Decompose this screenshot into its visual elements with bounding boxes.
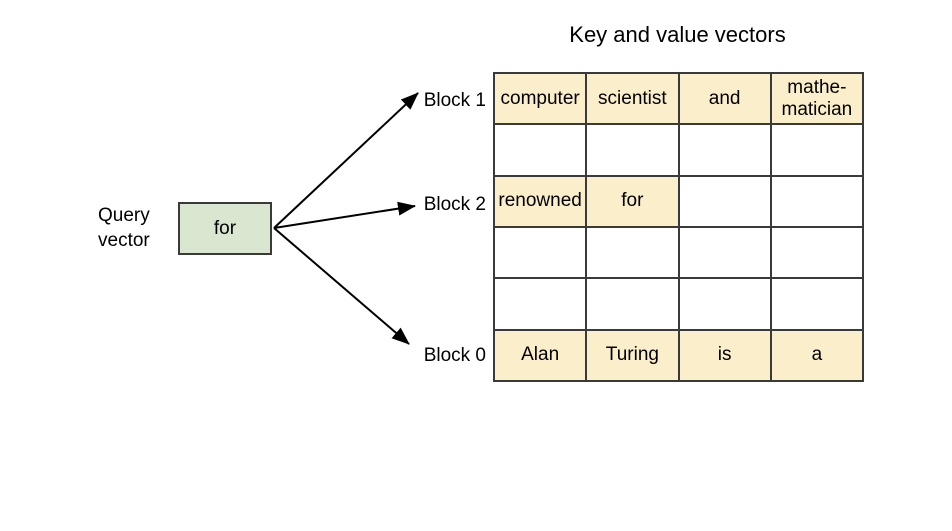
grid-cell-r4-c2 — [677, 277, 772, 331]
grid-cell-r1-c2 — [677, 123, 772, 177]
grid-cell-r0-c2: and — [677, 71, 772, 126]
grid-row: computer scientist and mathe-matician — [492, 71, 865, 126]
grid-cell-r5-c1: Turing — [585, 328, 680, 382]
grid-cell-r3-c0 — [492, 225, 588, 280]
grid-cell-r1-c0 — [492, 123, 588, 177]
query-vector-label-line2: vector — [98, 230, 150, 251]
grid-cell-r2-c2 — [677, 174, 772, 228]
grid-cell-r4-c3 — [769, 277, 865, 331]
grid-row: Alan Turing is a — [492, 328, 865, 382]
grid-cell-r4-c0 — [492, 277, 588, 331]
grid-cell-text: for — [621, 190, 644, 212]
grid-cell-text: renowned — [498, 190, 582, 212]
grid-cell-text: is — [717, 344, 732, 366]
grid-row — [492, 123, 865, 177]
block-label-block-1: Block 1 — [423, 90, 486, 111]
grid-row — [492, 225, 865, 280]
query-vector-label: Query vector — [98, 203, 174, 253]
grid-cell-text: mathe- — [787, 76, 847, 98]
grid-cell-r2-c0: renowned — [492, 174, 588, 228]
query-vector-box: for — [178, 202, 272, 255]
arrow-to-block-2-icon — [273, 201, 416, 229]
grid-row: renowned for — [492, 174, 865, 228]
grid-cell-r1-c1 — [585, 123, 680, 177]
grid-cell-r0-c0: computer — [492, 71, 588, 126]
page-title: Key and value vectors — [569, 22, 786, 47]
grid-cell-text: Alan — [521, 344, 560, 366]
key-value-grid: computer scientist and mathe-matician renown… — [492, 71, 865, 382]
arrow-to-block-0-icon — [273, 227, 410, 345]
grid-cell-r0-c1: scientist — [585, 71, 680, 126]
grid-cell-r1-c3 — [769, 123, 865, 177]
grid-cell-text: scientist — [598, 87, 667, 109]
grid-cell-r3-c3 — [769, 225, 865, 280]
block-label-block-0: Block 0 — [423, 345, 486, 366]
grid-cell-r2-c1: for — [585, 174, 680, 228]
grid-cell-text: Turing — [605, 344, 659, 366]
block-label-block-2: Block 2 — [423, 194, 486, 215]
grid-cell-r3-c1 — [585, 225, 680, 280]
key-value-grid-body: computer scientist and mathe-matician renown… — [492, 71, 865, 382]
grid-cell-r4-c1 — [585, 277, 680, 331]
query-vector-token: for — [213, 217, 237, 239]
grid-cell-r5-c3: a — [769, 328, 865, 382]
grid-row — [492, 277, 865, 331]
grid-cell-r5-c0: Alan — [492, 328, 588, 382]
grid-cell-text: matician — [781, 98, 853, 120]
grid-cell-r2-c3 — [769, 174, 865, 228]
grid-cell-text: a — [811, 344, 823, 366]
grid-cell-text: computer — [500, 87, 580, 109]
arrow-to-block-1-icon — [273, 92, 419, 229]
grid-cell-text: and — [708, 87, 741, 109]
grid-cell-r0-c3: mathe-matician — [769, 71, 865, 126]
grid-cell-r5-c2: is — [677, 328, 772, 382]
grid-cell-r3-c2 — [677, 225, 772, 280]
query-vector-label-line1: Query — [98, 205, 150, 226]
